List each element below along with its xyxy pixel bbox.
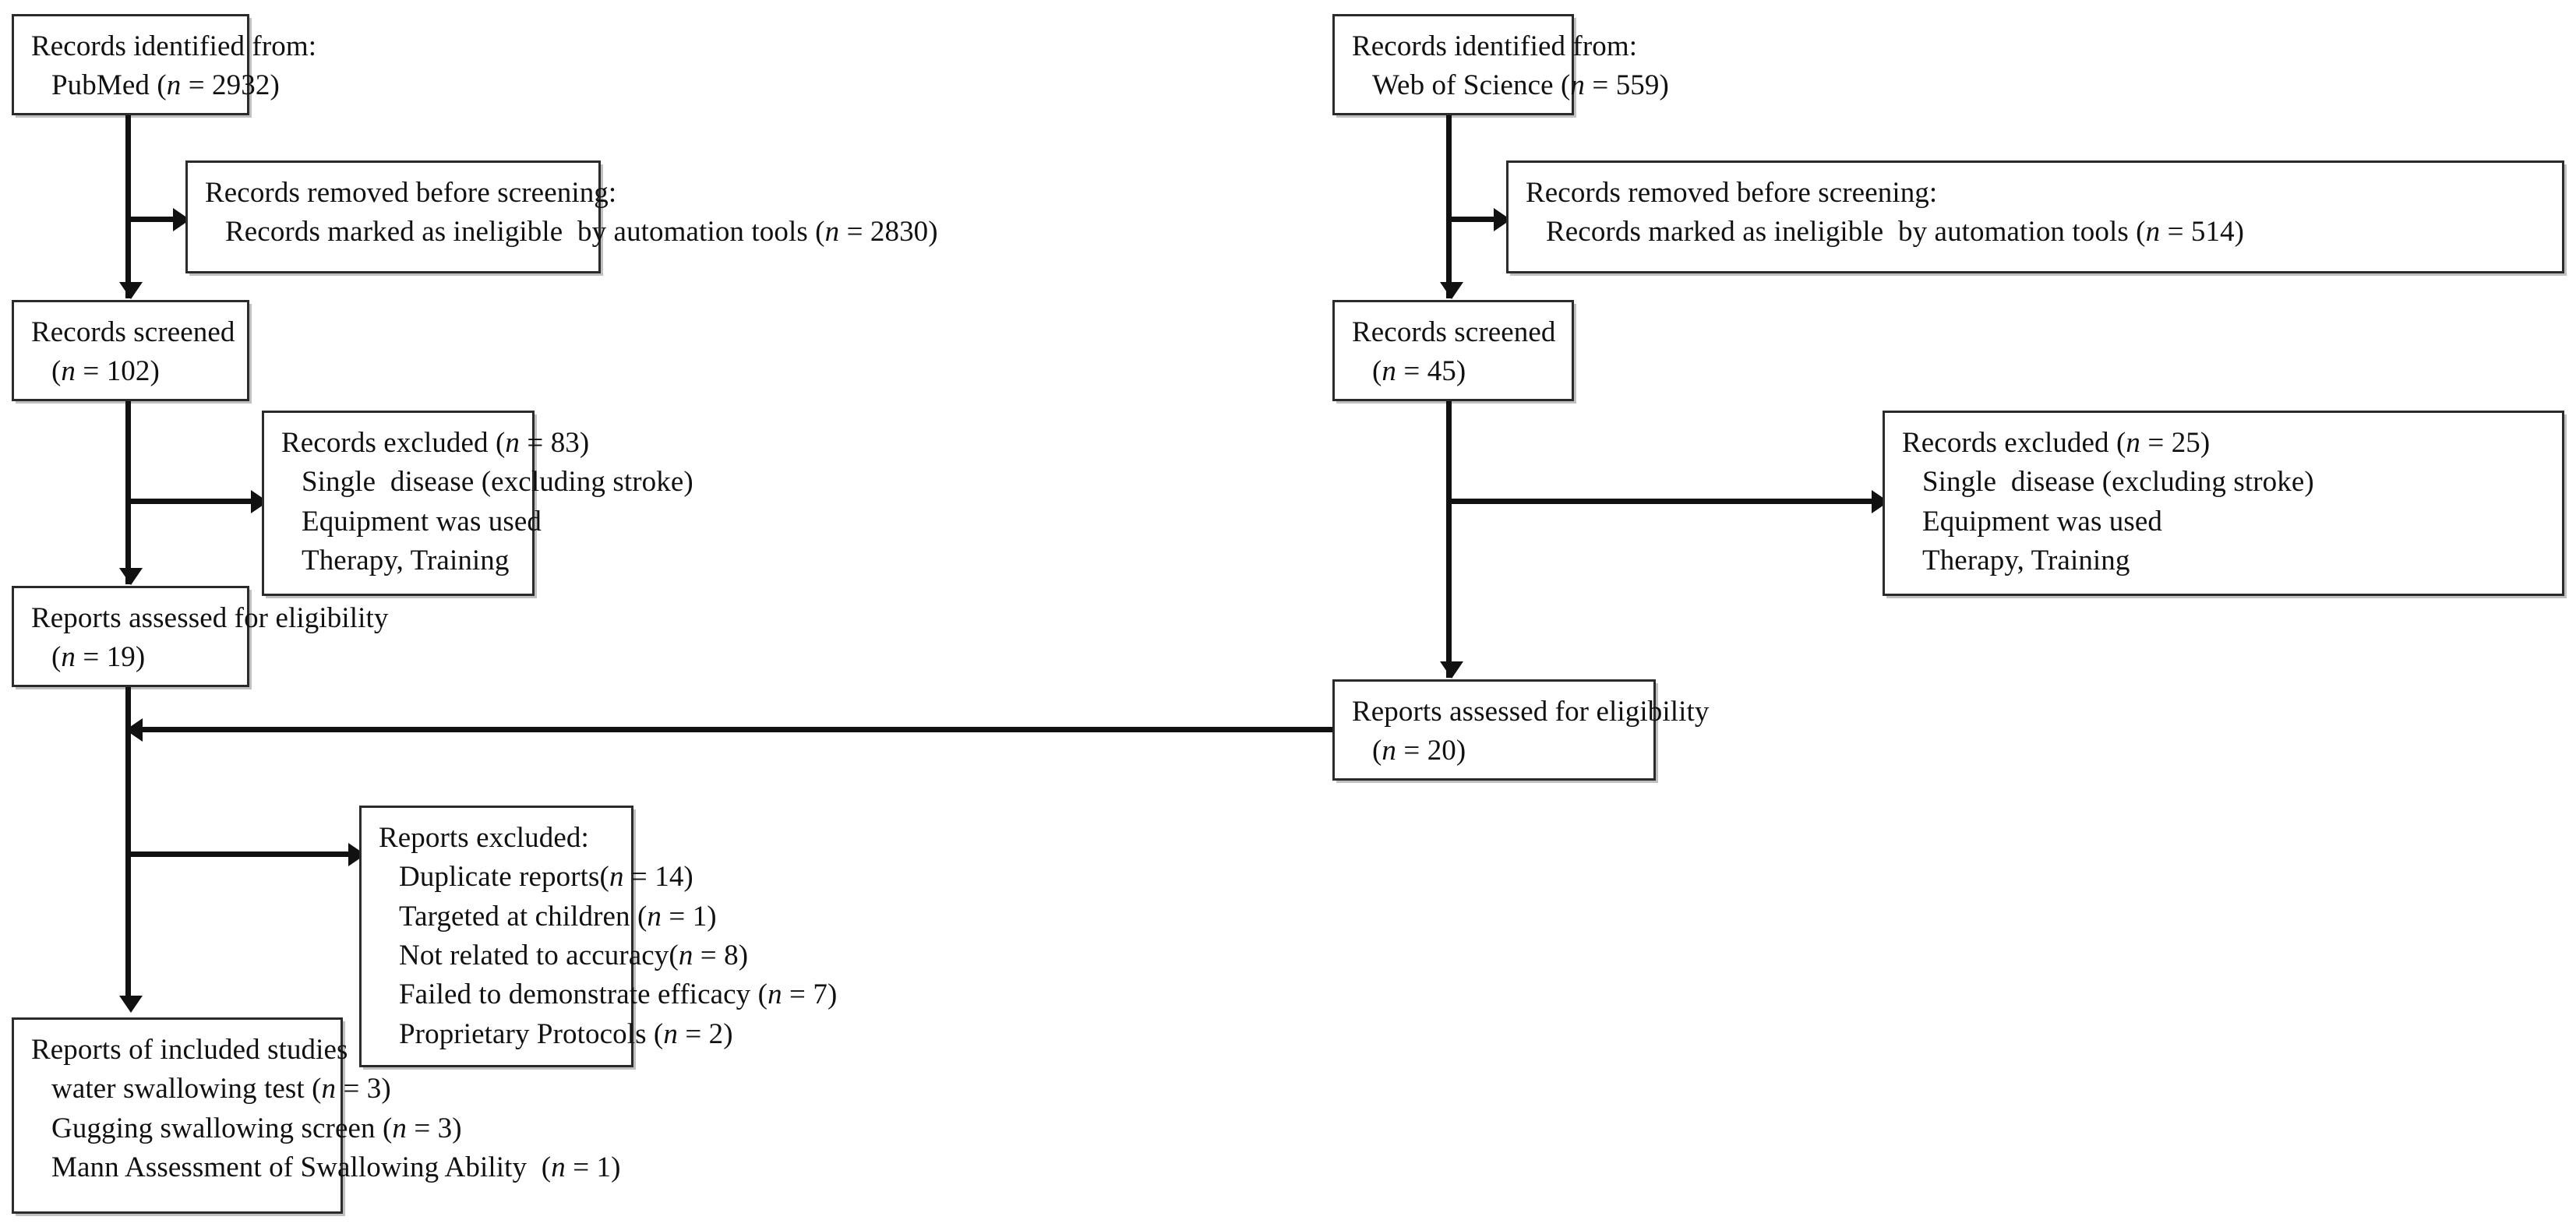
arrowhead-down-screened-left (119, 282, 143, 299)
box-body: Records screened (n = 45) (1335, 302, 1572, 401)
box-records-identified-pubmed: Records identified from: PubMed (n = 293… (12, 14, 317, 115)
text-line: Records screened (31, 316, 235, 348)
connector-screened-to-eligibility-left (125, 401, 131, 584)
text-line: Web of Science (n = 559) (1372, 69, 1669, 102)
connector-screened-to-eligibility-right (1446, 401, 1452, 678)
box-body: Records excluded (n = 25) Single disease… (1885, 413, 2562, 590)
box-records-identified-wos: Records identified from: Web of Science … (1332, 14, 1669, 115)
text-line: Records excluded (n = 25) (1902, 427, 2211, 459)
box-body: Records excluded (n = 83) Single disease… (264, 413, 693, 590)
box-body: Records removed before screening: Record… (188, 163, 938, 262)
connector-to-records-excluded-left (125, 499, 262, 504)
arrowhead-down-included (119, 996, 143, 1013)
text-line: Reports of included studies (31, 1034, 348, 1066)
text-line: Records removed before screening: (205, 177, 617, 209)
box-body: Records identified from: Web of Science … (1335, 16, 1669, 115)
text-line: Records excluded (n = 83) (281, 427, 590, 459)
connector-to-reports-excluded (125, 851, 359, 857)
text-line: Therapy, Training (302, 544, 510, 576)
box-body: Reports of included studies water swallo… (14, 1020, 621, 1197)
text-line: (n = 19) (51, 641, 146, 674)
text-line: Equipment was used (1922, 505, 2163, 538)
text-line: Reports assessed for eligibility (1352, 696, 1710, 728)
text-line: Records identified from: (1352, 30, 1638, 62)
box-records-screened-wos: Records screened (n = 45) (1332, 300, 1574, 401)
box-records-excluded-wos: Records excluded (n = 25) Single disease… (1883, 411, 2564, 596)
text-line: (n = 102) (51, 355, 160, 388)
box-records-removed-wos: Records removed before screening: Record… (1506, 160, 2564, 273)
arrowhead-down-eligibility-left (119, 568, 143, 585)
box-body: Reports excluded: Duplicate reports(n = … (362, 808, 838, 1063)
box-reports-included-studies: Reports of included studies water swallo… (12, 1017, 621, 1214)
text-line: Records removed before screening: (1526, 177, 1938, 209)
text-line: Targeted at children (n = 1) (399, 900, 717, 933)
text-line: Records identified from: (31, 30, 317, 62)
box-reports-eligibility-wos: Reports assessed for eligibility (n = 20… (1332, 679, 1710, 781)
box-body: Reports assessed for eligibility (n = 20… (1335, 682, 1710, 781)
box-records-screened-pubmed: Records screened (n = 102) (12, 300, 249, 401)
connector-eligibility-to-included (125, 687, 131, 1000)
text-line: Failed to demonstrate efficacy (n = 7) (399, 978, 838, 1011)
text-line: (n = 45) (1372, 355, 1466, 388)
box-body: Records screened (n = 102) (14, 302, 247, 401)
connector-to-records-removed-right (1446, 217, 1505, 222)
text-line: Not related to accuracy(n = 8) (399, 939, 749, 971)
text-line: Records screened (1352, 316, 1556, 348)
text-line: Gugging swallowing screen (n = 3) (51, 1112, 462, 1144)
connector-eligibility-right-to-left (142, 727, 1332, 732)
text-line: Therapy, Training (1922, 544, 2130, 576)
connector-to-records-excluded-right (1446, 499, 1883, 504)
text-line: Records marked as ineligible by automati… (225, 216, 938, 249)
box-reports-excluded: Reports excluded: Duplicate reports(n = … (359, 806, 838, 1067)
text-line: (n = 20) (1372, 735, 1466, 767)
connector-identified-to-screened-left (125, 115, 131, 298)
box-reports-eligibility-pubmed: Reports assessed for eligibility (n = 19… (12, 586, 389, 687)
box-records-excluded-pubmed: Records excluded (n = 83) Single disease… (262, 411, 693, 596)
text-line: Mann Assessment of Swallowing Ability (n… (51, 1151, 621, 1183)
arrowhead-down-screened-right (1440, 282, 1463, 299)
text-line: water swallowing test (n = 3) (51, 1073, 391, 1105)
text-line: Single disease (excluding stroke) (1922, 466, 2314, 499)
text-line: PubMed (n = 2932) (51, 69, 280, 102)
connector-to-records-removed-left (125, 217, 184, 222)
box-body: Records identified from: PubMed (n = 293… (14, 16, 317, 115)
arrowhead-left-eligibility-merge (125, 718, 143, 742)
text-line: Reports assessed for eligibility (31, 602, 389, 634)
box-body: Reports assessed for eligibility (n = 19… (14, 588, 389, 687)
box-body: Records removed before screening: Record… (1509, 163, 2562, 262)
box-records-removed-pubmed: Records removed before screening: Record… (185, 160, 938, 273)
text-line: Reports excluded: (379, 822, 589, 854)
text-line: Records marked as ineligible by automati… (1546, 216, 2245, 249)
text-line: Proprietary Protocols (n = 2) (399, 1017, 733, 1050)
arrowhead-down-eligibility-right (1440, 661, 1463, 679)
text-line: Duplicate reports(n = 14) (399, 861, 693, 894)
connector-identified-to-screened-right (1446, 115, 1452, 298)
text-line: Single disease (excluding stroke) (302, 466, 693, 499)
text-line: Equipment was used (302, 505, 542, 538)
